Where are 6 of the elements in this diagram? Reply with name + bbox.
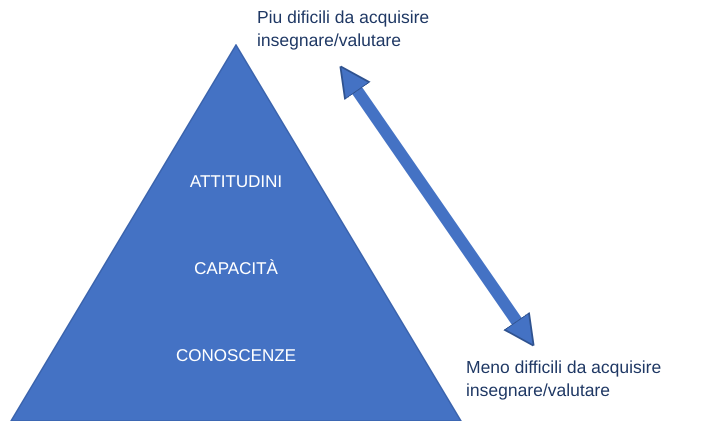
level-label: CONOSCENZE — [175, 346, 297, 366]
level-label: ATTITUDINI — [188, 172, 284, 192]
level-label: CAPACITÀ — [193, 259, 279, 279]
annotation-text: Piu dificili da acquisire insegnare/valutare — [257, 6, 430, 52]
annotation-text: Meno difficili da acquisire insegnare/valutare — [466, 356, 662, 402]
double-arrow — [339, 65, 535, 347]
